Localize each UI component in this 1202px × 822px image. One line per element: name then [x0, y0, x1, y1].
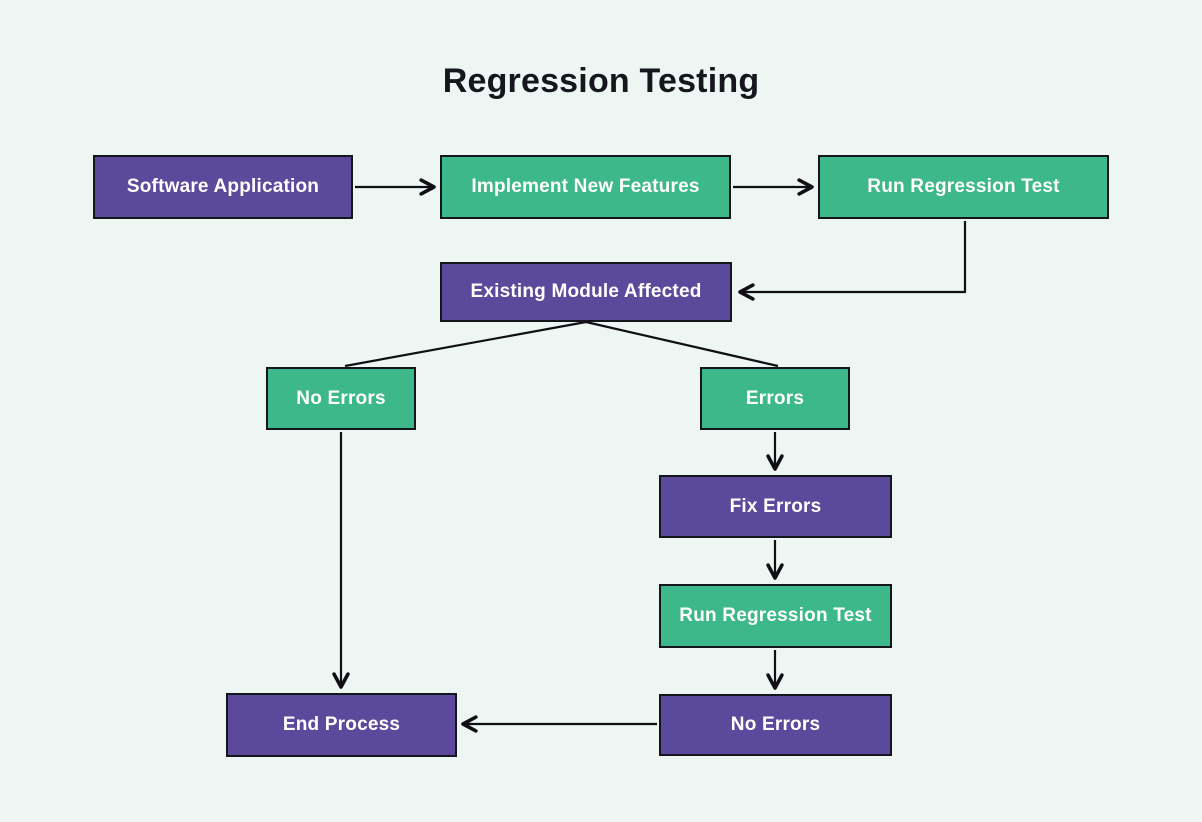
node-label: Errors	[745, 387, 805, 409]
node-label: Fix Errors	[729, 495, 822, 517]
node-errors-branch: Errors	[700, 367, 850, 430]
node-run-regression-test-1: Run Regression Test	[818, 155, 1109, 219]
edge-runtest1-to-existing	[738, 221, 967, 301]
diagram-title: Regression Testing	[442, 62, 760, 100]
node-end-process: End Process	[226, 693, 457, 757]
node-label: Software Application	[126, 176, 320, 197]
node-label: No Errors	[296, 387, 386, 409]
node-label: Existing Module Affected	[470, 281, 702, 302]
node-label: Implement New Features	[471, 176, 700, 197]
node-label: Run Regression Test	[679, 605, 872, 626]
node-run-regression-test-2: Run Regression Test	[659, 584, 892, 648]
node-implement-new-features: Implement New Features	[440, 155, 731, 219]
node-software-application: Software Application	[93, 155, 353, 219]
node-label: End Process	[282, 714, 401, 735]
node-label: Run Regression Test	[867, 176, 1060, 197]
node-existing-module-affected: Existing Module Affected	[440, 262, 732, 322]
node-label: No Errors	[730, 714, 821, 735]
node-no-errors-final: No Errors	[659, 694, 892, 756]
edge-existing-to-errors-branch	[585, 320, 779, 368]
node-no-errors-branch: No Errors	[266, 367, 416, 430]
node-fix-errors: Fix Errors	[659, 475, 892, 538]
edge-existing-to-noerrors-branch	[344, 320, 587, 368]
